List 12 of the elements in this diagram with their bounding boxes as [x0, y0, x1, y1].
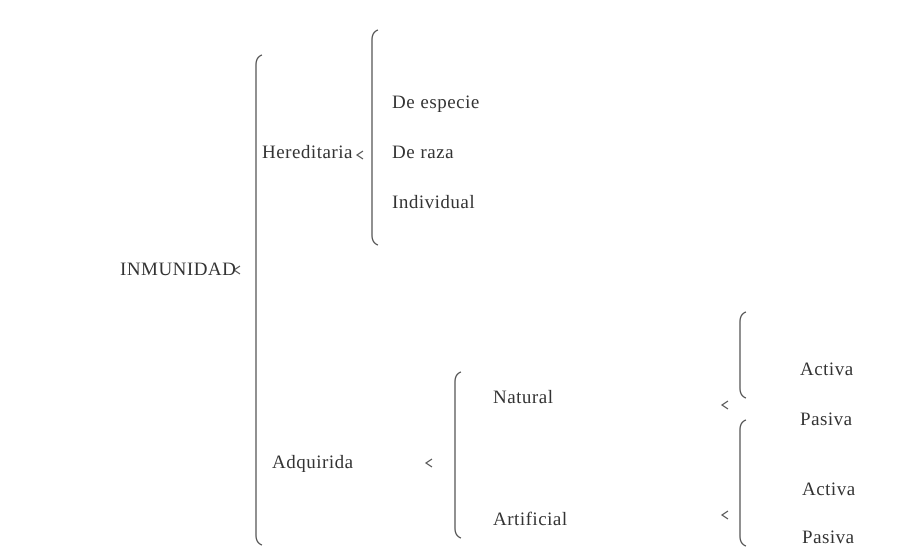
category-label: Activa	[800, 359, 854, 381]
category-label: Activa	[802, 479, 856, 501]
category-label: Pasiva	[802, 527, 855, 548]
category-label: Individual	[392, 192, 476, 214]
category-label: Natural	[493, 387, 554, 409]
category-label: Adquirida	[272, 452, 354, 474]
category-label: Hereditaria	[262, 142, 353, 164]
category-label: Pasiva	[800, 409, 853, 431]
category-label: INMUNIDAD	[120, 259, 236, 281]
category-label: Artificial	[493, 509, 568, 531]
category-label: De especie	[392, 92, 480, 114]
category-label: De raza	[392, 142, 454, 164]
